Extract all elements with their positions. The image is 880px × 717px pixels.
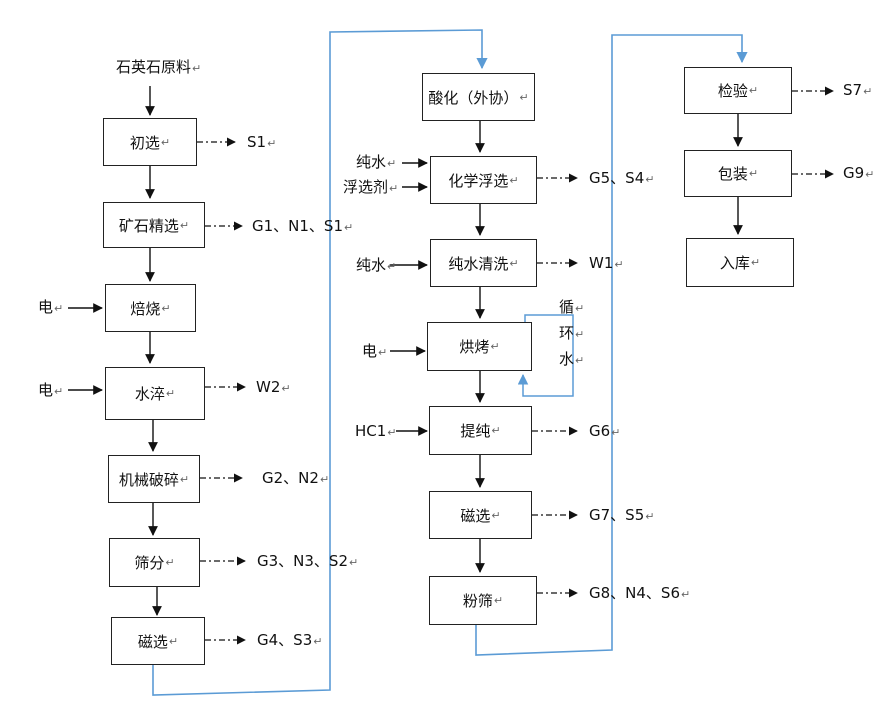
step-pure-water-cleaning: 纯水清洗↵ [430, 239, 537, 287]
input-hcl: HC1↵ [355, 422, 397, 440]
output-packaging: G9↵ [843, 164, 875, 182]
input-flotation-agent: 浮选剂↵ [343, 178, 399, 196]
output-crushing: G2、N2↵ [262, 469, 330, 487]
step-initial-selection: 初选↵ [103, 118, 197, 166]
link-col1-to-col2 [152, 29, 488, 696]
output-inspection: S7↵ [843, 81, 873, 99]
step-mechanical-crushing: 机械破碎↵ [108, 455, 200, 503]
step-purification: 提纯↵ [429, 406, 532, 455]
output-flotation: G5、S4↵ [589, 169, 655, 187]
output-purification: G6↵ [589, 422, 621, 440]
recycle-water-loop [517, 314, 574, 397]
input-electricity-roast: 电↵ [38, 298, 64, 316]
column2-flow-arrows [390, 121, 485, 573]
step-roasting: 焙烧↵ [105, 284, 196, 332]
step-powder-sieving: 粉筛↵ [429, 576, 537, 625]
step-magnetic-separation-2: 磁选↵ [429, 491, 532, 539]
step-screening: 筛分↵ [109, 538, 200, 587]
column2-output-arrows [532, 173, 578, 598]
column3-output-arrows [792, 86, 834, 179]
step-magnetic-separation-1: 磁选↵ [111, 617, 205, 665]
step-inspection: 检验↵ [684, 67, 792, 114]
input-electricity-quench: 电↵ [38, 381, 64, 399]
step-chemical-flotation: 化学浮选↵ [430, 156, 537, 204]
link-col2-to-col3 [475, 34, 748, 656]
step-warehousing: 入库↵ [686, 238, 794, 287]
recycle-water-label-1: 循↵ [559, 298, 585, 316]
input-electricity-bake: 电↵ [362, 342, 388, 360]
output-sieving: G8、N4、S6↵ [589, 584, 691, 602]
output-ore-selection: G1、N1、S1↵ [252, 217, 354, 235]
step-packaging: 包装↵ [684, 150, 792, 197]
input-pure-water-cleaning: 纯水↵ [356, 256, 397, 274]
recycle-water-label-3: 水↵ [559, 350, 585, 368]
raw-material-label: 石英石原料↵ [116, 58, 202, 76]
step-ore-selection: 矿石精选↵ [103, 202, 205, 248]
recycle-water-label-2: 环↵ [559, 324, 585, 342]
column1-flow-arrows [68, 86, 162, 616]
output-cleaning: W1↵ [589, 254, 624, 272]
step-baking: 烘烤↵ [427, 322, 532, 371]
output-screening: G3、N3、S2↵ [257, 552, 359, 570]
column1-output-arrows [197, 137, 246, 645]
step-water-quench: 水淬↵ [105, 367, 205, 420]
output-magnetic-1: G4、S3↵ [257, 631, 323, 649]
input-pure-water-flotation: 纯水↵ [356, 153, 397, 171]
output-magnetic-2: G7、S5↵ [589, 506, 655, 524]
step-acidification: 酸化（外协）↵ [422, 73, 535, 121]
output-initial-selection: S1↵ [247, 133, 277, 151]
output-water-quench: W2↵ [256, 378, 291, 396]
